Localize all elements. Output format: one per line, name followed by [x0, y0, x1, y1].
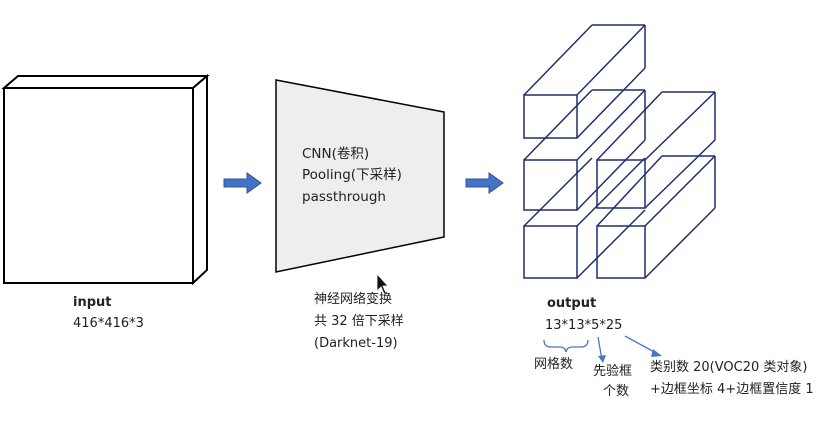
anchor-count-label-line1: 先验框: [593, 364, 633, 379]
cnn-label-conv: CNN(卷积): [302, 146, 370, 162]
arrow-right-icon: [465, 172, 504, 194]
grid-count-label: 网格数: [534, 357, 574, 372]
input-block: [1, 73, 210, 286]
class-count-label-line2: +边框坐标 4+边框置信度 1: [650, 382, 814, 397]
cnn-label-passthrough: passthrough: [302, 189, 386, 205]
transform-caption-line3: (Darknet-19): [314, 336, 398, 351]
arrow-right-icon: [223, 172, 262, 194]
cuboid: [596, 91, 716, 209]
transform-caption-line2: 共 32 倍下采样: [314, 314, 404, 329]
output-title: output: [547, 296, 597, 311]
output-formula: 13*13*5*25: [545, 318, 623, 333]
cuboid: [523, 89, 646, 211]
cuboid: [523, 24, 646, 139]
annotation-marks: [543, 335, 662, 363]
class-count-label-line1: 类别数 20(VOC20 类对象): [650, 360, 808, 375]
anchor-count-label-line2: 个数: [603, 384, 630, 399]
transform-caption-line1: 神经网络变换: [314, 292, 393, 307]
input-size: 416*416*3: [73, 316, 144, 331]
output-cuboids: [523, 24, 716, 279]
mouse-cursor-icon: [376, 272, 389, 295]
input-title: input: [73, 295, 112, 310]
cuboid: [596, 155, 716, 279]
cnn-trapezoid: [275, 79, 445, 273]
cuboid: [523, 157, 646, 279]
grid-brace: [543, 339, 589, 353]
cnn-label-pooling: Pooling(下采样): [302, 167, 402, 183]
